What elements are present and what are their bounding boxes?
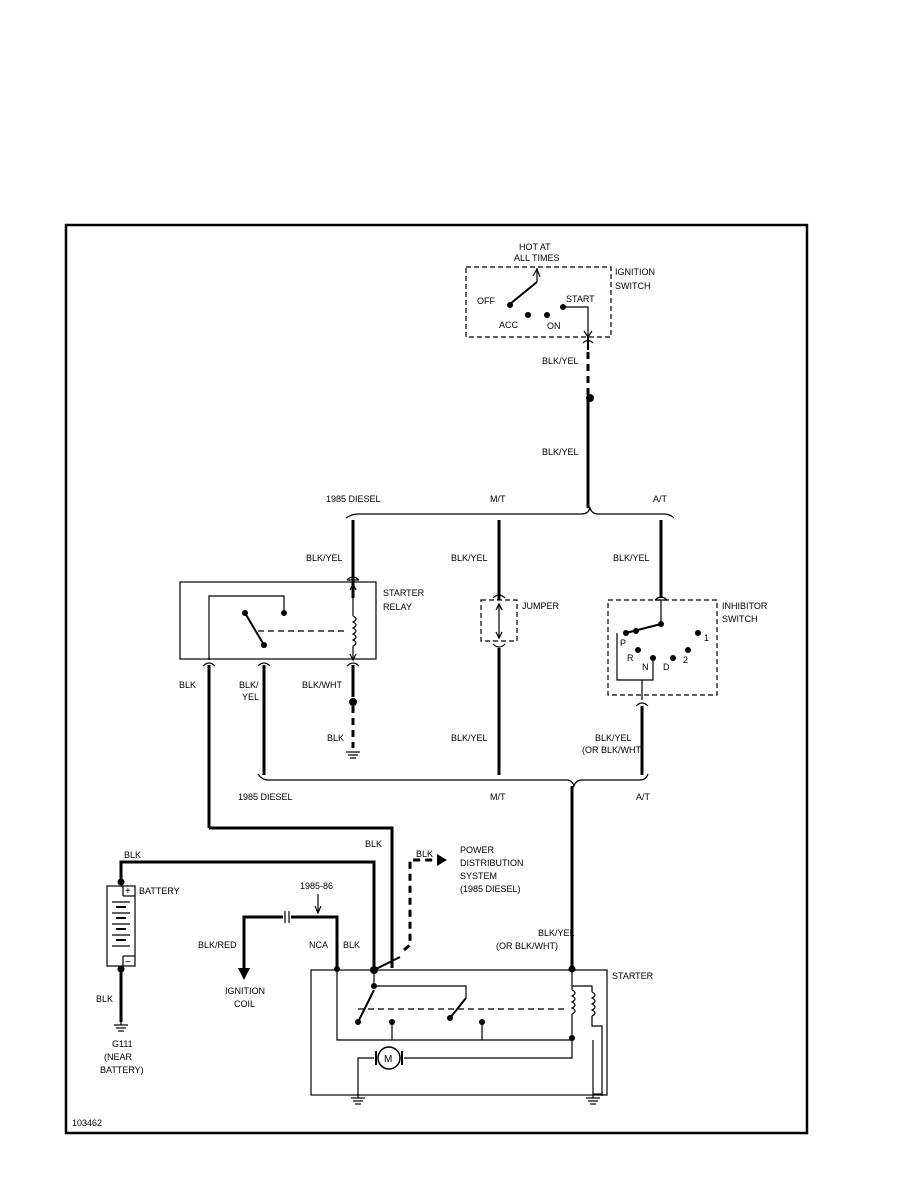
battery-plus-label: +	[125, 886, 131, 897]
inhibitor-input-wire-label: BLK/YEL	[613, 553, 650, 563]
relay-input-wire-label: BLK/YEL	[306, 553, 343, 563]
gear-r-label: R	[627, 653, 634, 663]
power-dist-wire-label: BLK	[416, 849, 433, 859]
battery-cable-label: BLK	[124, 850, 141, 860]
pos-on-label: ON	[547, 321, 561, 331]
ground-location-label: (NEAR	[104, 1052, 133, 1062]
inhibitor-switch: P R N D 2 1 INHIBITOR SWITCH	[607, 596, 768, 707]
starter: M STARTER	[310, 956, 654, 1096]
relay-ground-wire-label: BLK	[327, 733, 344, 743]
upper-variant-mt: M/T	[490, 494, 506, 504]
upper-variant-diesel: 1985 DIESEL	[326, 494, 381, 504]
battery-label: BATTERY	[139, 886, 180, 896]
ignition-coil-wire-label: BLK/RED	[198, 940, 237, 950]
lower-variant-at: A/T	[636, 792, 651, 802]
starter-input-wire-alt-label: (OR BLK/WHT)	[496, 941, 558, 951]
inhibitor-output-wire-label: BLK/YEL	[595, 733, 632, 743]
motor-label: M	[384, 1054, 392, 1065]
power-distribution-label-4: (1985 DIESEL)	[460, 884, 521, 894]
battery: + − BATTERY	[106, 878, 180, 973]
ground-g111-icon	[114, 1022, 128, 1032]
battery-to-starter-wire-label: BLK	[343, 940, 360, 950]
relay-ground-icon	[346, 751, 360, 759]
power-distribution-label: POWER	[460, 845, 495, 855]
relay-to-starter-wire-label: BLK	[365, 839, 382, 849]
gear-n-label: N	[642, 662, 649, 672]
relay-blk-yel-wire-label-2: YEL	[242, 692, 259, 702]
ground-g111-label: G111	[112, 1039, 133, 1049]
gear-p-label: P	[620, 638, 626, 648]
starter-label: STARTER	[612, 971, 654, 981]
ignition-coil-label: IGNITION	[225, 986, 265, 996]
nca-wire-label: NCA	[309, 940, 328, 950]
starter-motor-icon: M	[375, 1046, 403, 1070]
pos-acc-label: ACC	[499, 320, 519, 330]
battery-ground-cable-label: BLK	[96, 994, 113, 1004]
starter-relay: STARTER RELAY	[179, 576, 425, 667]
starter-ground-left-icon	[351, 1094, 365, 1105]
hot-at-label: HOT AT	[519, 242, 551, 252]
pos-start-label: START	[566, 294, 595, 304]
starter-relay-label-2: RELAY	[383, 602, 412, 612]
inhibitor-switch-label: INHIBITOR	[722, 601, 768, 611]
inhibitor-switch-label-2: SWITCH	[722, 614, 758, 624]
gear-1-label: 1	[704, 633, 709, 643]
gear-d-label: D	[663, 662, 670, 672]
ignition-switch-label-2: SWITCH	[615, 281, 651, 291]
lower-variant-mt: M/T	[490, 792, 506, 802]
jumper-output-wire-label: BLK/YEL	[451, 733, 488, 743]
wire-label-blk-yel-top: BLK/YEL	[542, 356, 579, 366]
jumper-input-wire-label: BLK/YEL	[451, 553, 488, 563]
diagram-frame	[64, 223, 809, 1135]
starter-input-wire-label: BLK/YEL	[538, 928, 575, 938]
power-distribution-label-2: DISTRIBUTION	[460, 858, 524, 868]
upper-variant-at: A/T	[653, 494, 668, 504]
relay-blk-yel-wire-label: BLK/	[239, 680, 259, 690]
diagram-id-label: 103462	[72, 1118, 102, 1128]
jumper: JUMPER	[480, 594, 560, 648]
ground-location-label-2: BATTERY)	[100, 1065, 144, 1075]
ignition-switch-label: IGNITION	[615, 267, 655, 277]
jumper-label: JUMPER	[522, 601, 560, 611]
pos-off-label: OFF	[477, 296, 495, 306]
ignition-switch: HOT AT ALL TIMES IGNITION SWITCH OFF ACC…	[465, 242, 655, 339]
battery-minus-label: −	[125, 957, 131, 968]
gear-2-label: 2	[683, 655, 688, 665]
relay-blk-wht-wire-label: BLK/WHT	[302, 680, 343, 690]
wire-label-blk-yel-upper: BLK/YEL	[542, 447, 579, 457]
relay-blk-wire-label: BLK	[179, 680, 196, 690]
starter-relay-label: STARTER	[383, 588, 425, 598]
lower-variant-diesel: 1985 DIESEL	[238, 792, 293, 802]
years-note-label: 1985-86	[300, 881, 333, 891]
starter-ground-right-icon	[586, 1040, 602, 1105]
power-distribution-label-3: SYSTEM	[460, 871, 497, 881]
inhibitor-output-wire-alt-label: (OR BLK/WHT)	[582, 745, 644, 755]
all-times-label: ALL TIMES	[514, 253, 560, 263]
ignition-coil-label-2: COIL	[234, 999, 255, 1009]
